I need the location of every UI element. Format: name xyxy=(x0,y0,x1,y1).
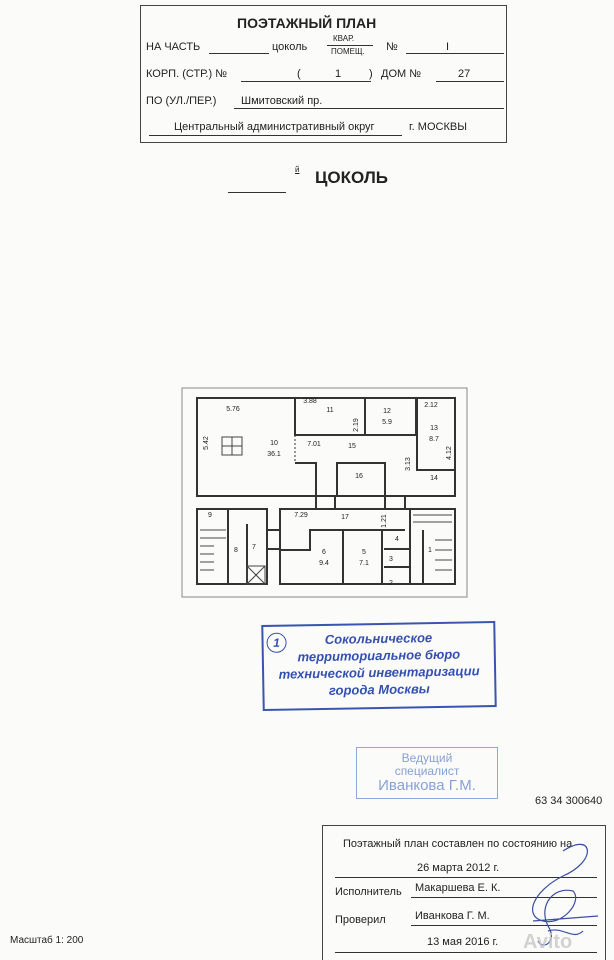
room-label: 14 xyxy=(430,475,438,482)
room-label: 15 xyxy=(348,443,356,450)
room-label: 3 xyxy=(389,556,393,563)
underline xyxy=(436,81,504,82)
room-label: 3.88 xyxy=(303,398,317,405)
stamp-line: специалист xyxy=(394,764,460,778)
room-label: 2 xyxy=(389,580,393,587)
dom-value: 27 xyxy=(458,68,471,80)
checker-name: Иванкова Г. М. xyxy=(415,910,490,922)
korp-value: 1 xyxy=(335,68,342,80)
bti-stamp: 1 Сокольническое территориальное бюро те… xyxy=(261,620,497,712)
room-label: 3.13 xyxy=(405,457,412,471)
room-label: 11 xyxy=(326,407,333,414)
avito-watermark: Avito xyxy=(523,931,573,953)
signature xyxy=(532,843,599,946)
header-form: ПОЭТАЖНЫЙ ПЛАН НА ЧАСТЬ цоколь КВАР. ПОМ… xyxy=(140,5,507,143)
number-label: № xyxy=(386,41,398,53)
room-label: 1 xyxy=(428,547,432,554)
plan-frame xyxy=(181,387,468,598)
street-label: ПО (УЛ./ПЕР.) xyxy=(146,95,217,107)
kvar-label: КВАР. xyxy=(333,34,355,43)
room-label: 5.76 xyxy=(226,406,240,413)
underline xyxy=(335,952,597,953)
state-date: 26 марта 2012 г. xyxy=(417,862,500,874)
executor-label: Исполнитель xyxy=(335,886,402,898)
room-label: 6 xyxy=(322,549,326,556)
underline xyxy=(234,108,504,109)
form-title: ПОЭТАЖНЫЙ ПЛАН xyxy=(237,15,377,31)
elevator-icon xyxy=(246,565,266,585)
city: г. МОСКВЫ xyxy=(409,121,467,133)
room-label: 4 xyxy=(395,536,399,543)
korp-open: ( xyxy=(297,68,301,80)
part-value: цоколь xyxy=(272,41,308,53)
specialist-stamp: Ведущий специалист Иванкова Г.М. xyxy=(356,747,498,799)
room-label: 10 xyxy=(270,440,278,447)
room-label: 17 xyxy=(341,514,349,521)
floor-number-line xyxy=(228,192,286,193)
room-label: 16 xyxy=(355,473,363,480)
underline xyxy=(411,925,597,926)
fraction-line xyxy=(327,45,373,46)
number-value: I xyxy=(446,41,450,53)
room-label: 8.7 xyxy=(429,436,439,443)
pomesh-label: ПОМЕЩ. xyxy=(331,47,365,56)
check-date: 13 мая 2016 г. xyxy=(427,936,499,948)
checker-label: Проверил xyxy=(335,914,386,926)
street-value: Шмитовский пр. xyxy=(241,95,323,107)
room-label: 1.21 xyxy=(381,514,388,528)
underline xyxy=(241,81,371,82)
room-label: 7 xyxy=(252,544,256,551)
korp-label: КОРП. (СТР.) № xyxy=(146,68,227,80)
dom-label: ДОМ № xyxy=(381,68,422,80)
doc-number: 63 34 300640 xyxy=(535,795,603,807)
stamp-line: Ведущий xyxy=(401,751,453,765)
room-label: 12 xyxy=(383,408,391,415)
district: Центральный административный округ xyxy=(174,121,375,133)
korp-close: ) xyxy=(369,68,373,80)
state-text: Поэтажный план составлен по состоянию на xyxy=(343,838,573,850)
room-label: 5.9 xyxy=(382,419,392,426)
stairs xyxy=(200,436,452,585)
room-label: 5 xyxy=(362,549,366,556)
room-label: 2.12 xyxy=(424,402,438,409)
room-label: 8 xyxy=(234,547,238,554)
underline xyxy=(406,53,504,54)
executor-name: Макаршева Е. К. xyxy=(415,882,501,894)
room-label: 36.1 xyxy=(267,451,281,458)
room-label: 7.1 xyxy=(359,560,369,567)
underline xyxy=(411,897,597,898)
stamp-line: Иванкова Г.М. xyxy=(378,777,476,794)
room-label: 2.19 xyxy=(353,418,360,432)
signoff-box: Поэтажный план составлен по состоянию на… xyxy=(322,825,606,960)
plan-walls xyxy=(196,397,456,585)
room-label: 9.4 xyxy=(319,560,329,567)
underline xyxy=(149,135,402,136)
room-label: 4.12 xyxy=(446,446,453,460)
room-label: 9 xyxy=(208,512,212,519)
scale: Масштаб 1: 200 xyxy=(10,935,84,946)
underline xyxy=(209,53,269,54)
room-label: 13 xyxy=(430,425,438,432)
room-label: 5.42 xyxy=(203,436,210,450)
floor-title: ЦОКОЛЬ xyxy=(315,168,388,187)
part-label: НА ЧАСТЬ xyxy=(146,41,201,53)
room-label: 7.01 xyxy=(307,441,321,448)
underline xyxy=(335,877,597,878)
room-label: 7.29 xyxy=(294,512,308,519)
floor-superscript: й xyxy=(295,165,300,174)
